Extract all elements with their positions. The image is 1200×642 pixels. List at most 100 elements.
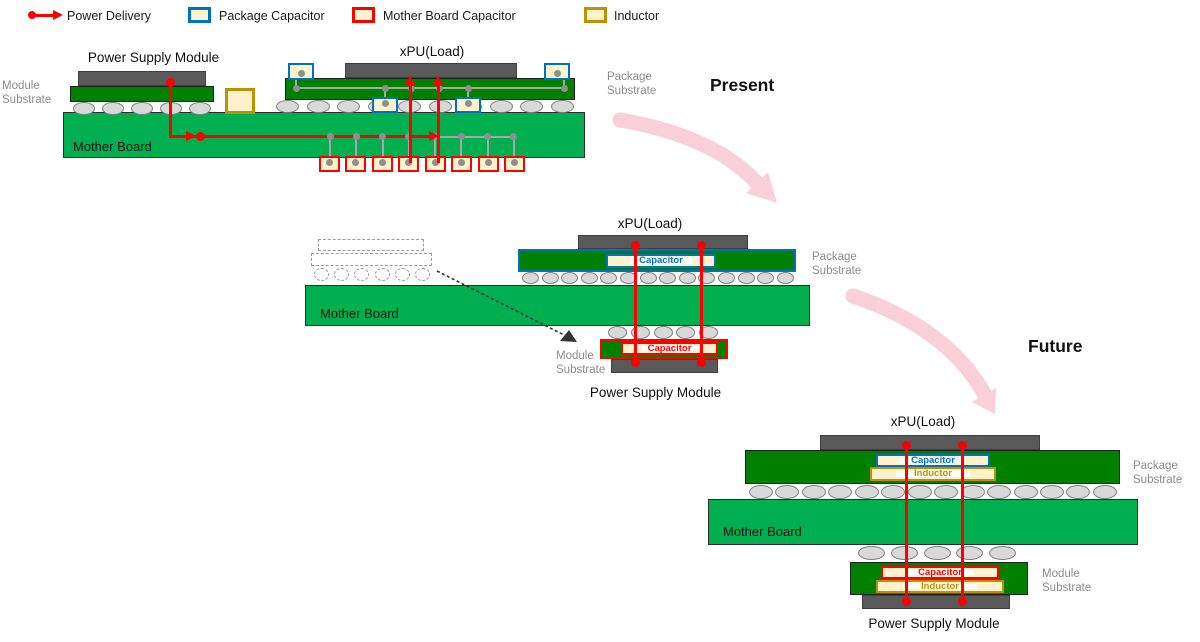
ghost-psm-chip [318,239,424,251]
solder-ball [394,268,410,281]
mother-board-capacitor-icon [352,7,375,23]
via-dot [484,133,492,140]
riser-dot [696,358,706,367]
present-module-substrate-label: Module Substrate [2,80,52,106]
via-dot [292,84,300,92]
capacitor-label: Capacitor [639,255,683,267]
present-xpu-label: xPU(Load) [399,44,465,59]
capacitor-label: Capacitor [647,342,692,354]
solder-ball [102,102,124,115]
wire-stub [329,137,331,159]
solder-ball [354,268,370,281]
power-path-arrow-end [429,130,439,141]
mb-via-dots [326,133,518,140]
mother-board-capacitor [319,156,340,172]
present-psm-chip [78,71,206,86]
future-module-inductor: Inductor [876,580,1004,593]
solder-ball [890,546,918,560]
riser-dot [957,440,967,450]
riser-dot [957,596,967,606]
intermediate-xpu-chip [578,235,748,249]
solder-ball [718,272,736,284]
solder-ball [334,268,350,281]
ghost-psm-balls [314,268,430,281]
solder-ball [414,268,430,281]
solder-ball [1013,485,1038,499]
solder-ball [775,485,800,499]
transition-arrowhead-2 [972,388,996,414]
solder-ball [801,485,826,499]
solder-ball [580,272,598,284]
solder-ball [881,485,906,499]
solder-ball [428,100,452,113]
future-package-capacitor: Capacitor [876,454,990,467]
wire-stub [460,137,463,159]
present-package-capacitor-top-left [288,63,314,80]
intermediate-lower-balls [608,326,718,339]
solder-ball [989,546,1016,560]
solder-ball [314,268,329,281]
mother-board-capacitors [319,156,525,172]
legend-inductor-label: Inductor [614,9,660,23]
intermediate-package-balls [522,272,794,284]
riser-dot [901,440,911,450]
solder-ball [960,485,985,499]
mother-board-capacitor [371,156,393,172]
via-dot [510,133,518,140]
package-wire-stub [467,88,469,102]
legend-power-delivery-label: Power Delivery [67,9,152,23]
future-power-riser-left [904,444,908,602]
solder-ball [374,268,390,281]
mother-board-capacitor [503,156,525,172]
solder-ball [776,272,794,284]
intermediate-xpu-label: xPU(Load) [617,216,683,231]
mb-wire [437,135,515,138]
riser-dot [630,240,640,250]
ghost-psm-substrate [311,253,432,266]
solder-ball [131,102,153,115]
solder-ball [934,485,959,499]
solder-ball [678,272,696,284]
transition-arrow-present-to-intermediate [612,112,765,191]
power-delivery-arrow-line [34,13,55,17]
capacitor-inner [641,346,698,351]
via-dot [352,133,360,140]
solder-ball [550,100,574,113]
present-psm-substrate [70,86,214,102]
riser-dot [630,358,640,367]
power-path-horizontal [169,134,431,138]
legend-package-capacitor-label: Package Capacitor [219,9,325,23]
present-package-balls [276,100,574,113]
solder-ball [987,485,1012,499]
solder-ball [749,485,773,499]
solder-ball [1066,485,1091,499]
riser-dot [696,240,706,250]
wire-stub [486,137,489,159]
power-riser-right-arrowhead [432,76,444,86]
transition-arrowhead-1 [746,172,777,203]
package-wire [296,87,564,89]
future-psm-chip [862,595,1010,609]
solder-ball [276,100,299,113]
inductor-label: Inductor [921,580,959,592]
power-path-vertical [169,82,172,137]
solder-ball [1039,485,1064,499]
legend-mother-board-capacitor-label: Mother Board Capacitor [383,9,516,23]
power-path-junction-dot [196,131,205,141]
future-module-capacitor: Capacitor [881,566,999,579]
solder-ball [620,272,638,284]
future-xpu-label: xPU(Load) [890,414,956,429]
solder-ball [541,272,559,284]
present-title: Present [710,75,775,95]
future-mother-board [708,499,1138,545]
future-module-substrate-label: Module Substrate [1042,568,1092,594]
power-riser-right [436,84,440,163]
wire-stub [512,137,515,159]
future-package-inductor: Inductor [870,467,996,481]
solder-ball [828,485,853,499]
future-power-supply-module-label: Power Supply Module [868,616,1000,631]
solder-ball [659,272,677,284]
inductor-inner [896,471,970,477]
solder-ball [858,546,885,560]
future-lower-balls [858,546,1016,560]
